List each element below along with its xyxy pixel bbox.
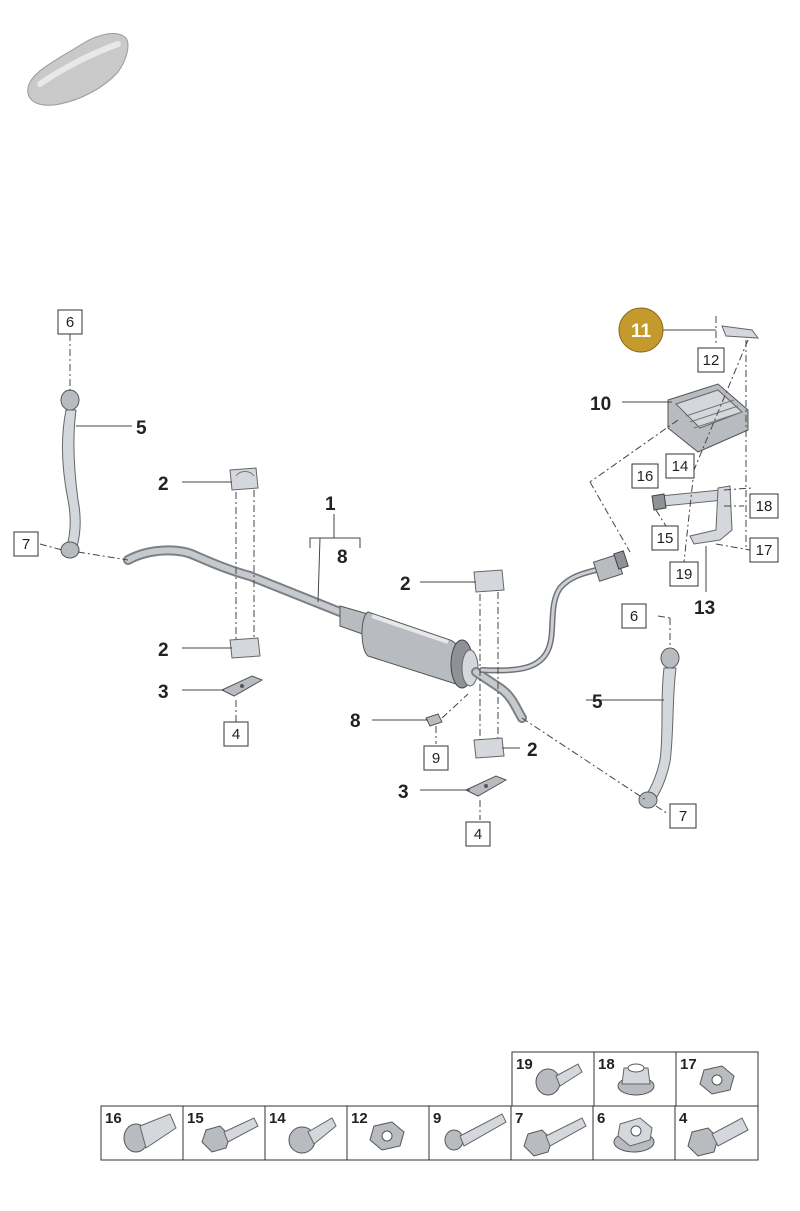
fastener-cell-16: 16 <box>100 1105 184 1161</box>
callout-box-4b: 4 <box>465 821 491 847</box>
bolt-4-icon <box>687 1117 749 1157</box>
callout-8a: 8 <box>337 547 348 568</box>
fastener-table: 19 18 17 16 <box>100 1051 759 1161</box>
car-silhouette-icon <box>27 32 129 106</box>
callout-box-17: 17 <box>749 537 779 563</box>
nut-17-icon <box>699 1065 735 1095</box>
bolt-7-icon <box>523 1117 587 1157</box>
callout-box-6b: 6 <box>621 603 647 629</box>
callout-box-12: 12 <box>697 347 725 373</box>
fastener-cell-18: 18 <box>593 1051 677 1107</box>
bushing-upper-left-part <box>229 467 259 491</box>
clip-part <box>425 713 443 727</box>
nut-12-icon <box>369 1121 405 1151</box>
callout-15: 15 <box>657 530 674 547</box>
leader-lines <box>76 329 716 791</box>
callout-12: 12 <box>703 352 720 369</box>
coupling-link-left-part <box>60 389 81 559</box>
callout-3a: 3 <box>158 682 169 703</box>
callout-11: 11 <box>631 321 652 342</box>
svg-text:19: 19 <box>516 1056 533 1073</box>
fastener-cell-12: 12 <box>346 1105 430 1161</box>
callout-box-14: 14 <box>665 453 695 479</box>
callout-box-18: 18 <box>749 493 779 519</box>
flange-nut-6-icon <box>613 1117 655 1153</box>
callout-2d: 2 <box>527 740 538 761</box>
coupling-link-right-part <box>638 647 680 809</box>
callout-box-4a: 4 <box>223 721 249 747</box>
wiring-harness-part <box>479 550 629 674</box>
callout-box-16: 16 <box>631 463 659 489</box>
svg-text:16: 16 <box>105 1110 122 1127</box>
rivet-nut-16-icon <box>123 1113 177 1153</box>
bracket-right-part <box>464 775 508 797</box>
svg-text:14: 14 <box>269 1110 286 1127</box>
bolt-9-icon <box>444 1113 507 1151</box>
callout-box-6a: 6 <box>57 309 83 335</box>
fastener-cell-7: 7 <box>510 1105 594 1161</box>
fastener-cell-6: 6 <box>592 1105 676 1161</box>
callout-16: 16 <box>637 468 654 485</box>
callout-13: 13 <box>694 598 715 619</box>
svg-text:17: 17 <box>680 1056 697 1073</box>
callout-3b: 3 <box>398 782 409 803</box>
fastener-cell-19: 19 <box>511 1051 595 1107</box>
callout-5b: 5 <box>592 692 603 713</box>
callout-box-19: 19 <box>669 561 699 587</box>
callout-box-7a: 7 <box>13 531 39 557</box>
svg-text:18: 18 <box>598 1056 615 1073</box>
bushing-lower-left-part <box>229 637 261 659</box>
stabilizer-bar-part <box>123 545 527 723</box>
callout-7a: 7 <box>22 536 30 553</box>
callout-2c: 2 <box>400 574 411 595</box>
bracket-assembly-part <box>651 485 733 545</box>
callout-4b: 4 <box>474 826 482 843</box>
callout-box-9: 9 <box>423 745 449 771</box>
fastener-cell-14: 14 <box>264 1105 348 1161</box>
screw-19-icon <box>535 1063 583 1096</box>
callout-8b: 8 <box>350 711 361 732</box>
callout-4a: 4 <box>232 726 240 743</box>
callout-6b: 6 <box>630 608 638 625</box>
callout-7b: 7 <box>679 808 687 825</box>
callouts-boxed: 6 7 4 9 4 6 7 12 <box>13 309 779 847</box>
callout-5a: 5 <box>136 418 147 439</box>
fastener-cell-9: 9 <box>428 1105 512 1161</box>
callout-1: 1 <box>325 494 336 515</box>
svg-text:12: 12 <box>351 1110 368 1127</box>
callout-2b: 2 <box>158 640 169 661</box>
control-unit-part <box>667 383 749 453</box>
svg-text:4: 4 <box>679 1110 688 1127</box>
bushing-lower-right-part <box>473 737 505 759</box>
svg-text:6: 6 <box>597 1110 605 1127</box>
holder-part <box>721 325 760 339</box>
callout-6a: 6 <box>66 314 74 331</box>
svg-text:9: 9 <box>433 1110 441 1127</box>
bolt-15-icon <box>201 1117 259 1153</box>
callout-box-15: 15 <box>651 525 679 551</box>
callout-10: 10 <box>590 394 611 415</box>
fastener-cell-15: 15 <box>182 1105 266 1161</box>
svg-text:7: 7 <box>515 1110 523 1127</box>
callout-box-7b: 7 <box>669 803 697 829</box>
bushing-upper-right-part <box>473 569 505 593</box>
bracket-left-part <box>220 675 264 697</box>
fastener-cell-17: 17 <box>675 1051 759 1107</box>
callout-2a: 2 <box>158 474 169 495</box>
fastener-cell-4: 4 <box>674 1105 759 1161</box>
screw-14-icon <box>288 1117 337 1154</box>
callout-18: 18 <box>756 498 773 515</box>
callout-19: 19 <box>676 566 693 583</box>
svg-text:15: 15 <box>187 1110 204 1127</box>
callout-17: 17 <box>756 542 773 559</box>
callout-9: 9 <box>432 750 440 767</box>
flange-nut-18-icon <box>617 1063 655 1096</box>
callouts-bold: 1 2 2 2 2 3 3 5 5 8 8 10 13 <box>136 394 715 803</box>
callout-11-highlight: 11 <box>618 307 664 353</box>
assembly-lines <box>39 316 753 820</box>
callout-14: 14 <box>672 458 689 475</box>
